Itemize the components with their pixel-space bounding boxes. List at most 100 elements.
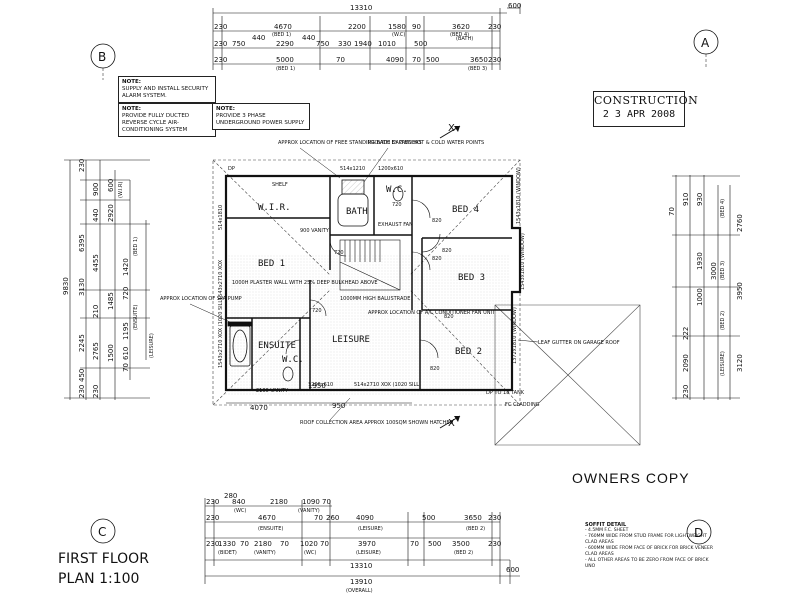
room-label-bed4: BED 4 [452, 205, 479, 215]
svg-text:820: 820 [432, 218, 442, 224]
svg-text:(WC): (WC) [234, 508, 246, 514]
svg-text:3000: 3000 [710, 262, 718, 280]
top-dim-sub: (BED 3) [468, 66, 487, 72]
svg-text:70: 70 [410, 540, 419, 548]
svg-text:600: 600 [506, 566, 519, 574]
svg-text:230: 230 [206, 498, 219, 506]
svg-text:(LEISURE): (LEISURE) [358, 526, 383, 532]
left-overall-dim: 9830 [62, 277, 70, 295]
top-dim-sub: (W.C) [392, 32, 405, 38]
top-dim: 330 [338, 40, 351, 48]
svg-text:1930: 1930 [696, 252, 704, 270]
callout-spa-pump: APPROX LOCATION OF SPA PUMP [160, 296, 242, 323]
svg-text:4070: 4070 [250, 404, 268, 412]
room-label-wir: W.I.R. [258, 203, 291, 213]
callouts: SHELF 900 VANITY EXHAUST FAN 2160 VANITY… [228, 166, 540, 408]
svg-text:3130: 3130 [78, 278, 86, 296]
svg-text:230: 230 [92, 385, 100, 398]
svg-text:70: 70 [322, 498, 331, 506]
svg-text:1543x1810 (WINDOW): 1543x1810 (WINDOW) [520, 233, 526, 290]
soffit-detail: SOFFIT DETAIL - 4.5MM F.C. SHEET - 760MM… [585, 522, 720, 570]
svg-text:450: 450 [78, 369, 86, 382]
door-swings [285, 199, 441, 359]
top-dim: 90 [412, 23, 421, 31]
svg-text:610: 610 [122, 347, 130, 360]
top-dim: 5000 [276, 56, 294, 64]
room-label-wc2: W.C. [282, 355, 304, 365]
svg-text:1200x610: 1200x610 [308, 382, 333, 388]
left-dimension-labels: 9830 230 6395 3130 2245 450 230 900 440 … [62, 159, 155, 398]
right-dimension-labels: 2760 3950 3000 3120 1930 1000 70 910 930… [668, 193, 744, 398]
soffit-line: - 600MM WIDE FROM FACE OF BRICK FOR BRIC… [585, 546, 713, 557]
svg-text:70: 70 [240, 540, 249, 548]
note-air-conditioning: NOTE: PROVIDE FULLY DUCTED REVERSE CYCLE… [118, 103, 216, 137]
svg-text:910: 910 [682, 193, 690, 206]
svg-text:(ENSUITE): (ENSUITE) [133, 305, 139, 330]
svg-text:1420: 1420 [122, 258, 130, 276]
svg-text:(BIDET): (BIDET) [218, 550, 237, 556]
svg-text:3970: 3970 [358, 540, 376, 548]
svg-text:APPROX LOCATION OF SPA PUMP: APPROX LOCATION OF SPA PUMP [160, 296, 242, 302]
svg-text:720: 720 [122, 287, 130, 300]
svg-text:70: 70 [122, 363, 130, 372]
room-label-ensuite: ENSUITE [258, 341, 296, 351]
top-dim: 440 [252, 34, 265, 42]
svg-text:222: 222 [682, 327, 690, 340]
soffit-line: - 760MM WIDE FROM STUD FRAME FOR LIGHTWE… [585, 534, 707, 545]
svg-text:3650: 3650 [464, 514, 482, 522]
section-mark-top: X [448, 123, 455, 134]
callout-leaf-gutter: LEAF GUTTER ON GARAGE ROOF [517, 339, 620, 346]
svg-text:(BED 2): (BED 2) [466, 526, 485, 532]
svg-text:820: 820 [442, 248, 452, 254]
top-dim: 70 [412, 56, 421, 64]
plan-title-line1: FIRST FLOOR [58, 551, 149, 567]
callout-dp: DP [228, 166, 235, 172]
svg-text:280: 280 [224, 492, 237, 500]
svg-text:210: 210 [92, 305, 100, 318]
svg-text:B: B [98, 50, 106, 64]
room-label-bed2: BED 2 [455, 347, 482, 357]
svg-text:950: 950 [332, 402, 345, 410]
svg-text:514x1810: 514x1810 [218, 205, 224, 230]
top-dim: 230 [488, 23, 501, 31]
svg-text:1950: 1950 [308, 382, 326, 390]
bottom-overall-dim: 13910 [350, 578, 372, 586]
construction-stamp-title: CONSTRUCTION [594, 94, 699, 107]
svg-text:930: 930 [696, 193, 704, 206]
top-dim: 4670 [274, 23, 292, 31]
svg-text:440: 440 [92, 209, 100, 222]
top-dim: 70 [336, 56, 345, 64]
callout-exhaust: EXHAUST FAN [378, 222, 413, 228]
grid-marker-b: B [90, 43, 116, 80]
svg-text:1543x2710 XOX (1020 SILL): 1543x2710 XOX (1020 SILL) [218, 298, 224, 368]
internal-walls [226, 176, 512, 390]
svg-text:1195: 1195 [122, 322, 130, 340]
svg-text:1543x1810 (WINDOW): 1543x1810 (WINDOW) [516, 167, 522, 224]
top-dim: 230 [488, 56, 501, 64]
svg-text:(ENSUITE): (ENSUITE) [258, 526, 283, 532]
svg-text:900: 900 [92, 183, 100, 196]
svg-text:230: 230 [206, 514, 219, 522]
top-dimensions [212, 4, 521, 70]
svg-text:70: 70 [314, 514, 323, 522]
svg-text:70: 70 [668, 207, 676, 216]
svg-text:(BED 2): (BED 2) [720, 311, 726, 330]
svg-text:1000H PLASTER WALL WITH 25% DE: 1000H PLASTER WALL WITH 25% DEEP BULKHEA… [232, 280, 378, 286]
external-walls [224, 174, 522, 392]
room-label-wc1: W.C. [386, 185, 408, 195]
svg-text:230: 230 [682, 385, 690, 398]
grid-marker-a: A [693, 29, 719, 68]
svg-text:2180: 2180 [254, 540, 272, 548]
svg-text:(VANITY): (VANITY) [298, 508, 320, 514]
plan-title: FIRST FLOOR PLAN 1:100 [58, 549, 149, 589]
callout-dp18: DP TO 18 TANK [486, 390, 525, 396]
room-label-bath: BATH [346, 207, 368, 217]
construction-stamp: CONSTRUCTION 2 3 APR 2008 [593, 91, 699, 127]
svg-text:4455: 4455 [92, 254, 100, 272]
svg-text:1330: 1330 [218, 540, 236, 548]
svg-text:230: 230 [488, 514, 501, 522]
top-dim: 750 [232, 40, 245, 48]
callout-balustrade: 1000MM HIGH BALUSTRADE [340, 296, 410, 302]
spa-fixture [227, 321, 253, 367]
top-dim-sub: (BED 1) [272, 32, 291, 38]
